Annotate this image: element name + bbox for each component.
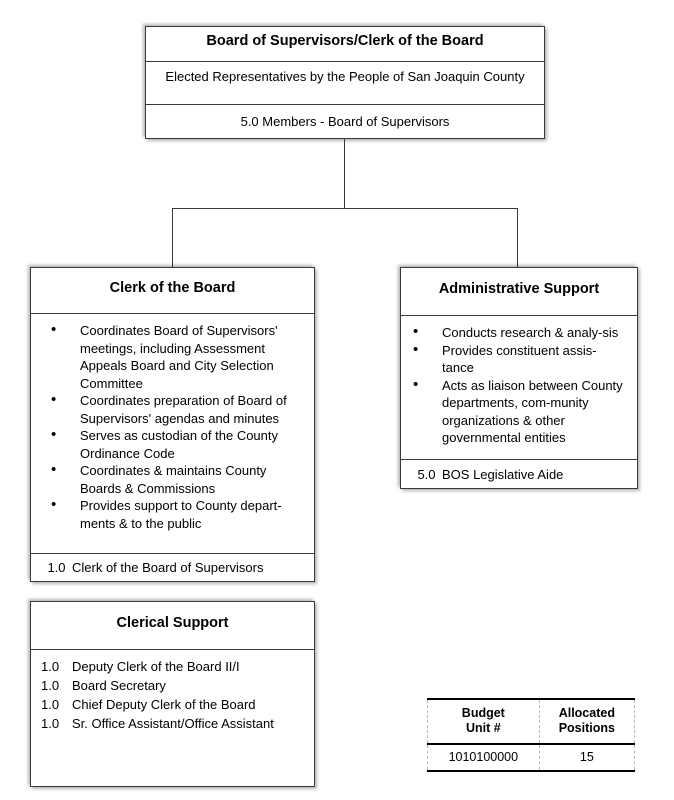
connector-branch-right	[517, 208, 518, 267]
column-header-allocated-positions: Allocated Positions	[538, 699, 636, 744]
list-item: 1.0 Board Secretary	[41, 676, 304, 695]
org-box-clerk-of-the-board: Clerk of the Board Coordinates Board of …	[30, 267, 315, 582]
list-item: Coordinates Board of Supervisors' meetin…	[41, 321, 304, 392]
header-line: Budget	[461, 706, 505, 720]
connector-horizontal-bus	[172, 208, 517, 209]
header-line: Allocated	[558, 706, 615, 720]
column-header-budget-unit: Budget Unit #	[427, 699, 540, 744]
org-box-administrative-support: Administrative Support Conducts research…	[400, 267, 638, 489]
org-box-board-of-supervisors: Board of Supervisors/Clerk of the Board …	[145, 26, 545, 139]
admin-box-title: Administrative Support	[401, 268, 637, 316]
header-line: Unit #	[465, 721, 501, 735]
list-item: 1.0 Sr. Office Assistant/Office Assistant	[41, 714, 304, 733]
position-title: Chief Deputy Clerk of the Board	[72, 697, 256, 712]
clerk-box-footer: 1.0 Clerk of the Board of Supervisors	[31, 553, 314, 581]
clerk-footer-count: 1.0	[47, 560, 66, 575]
list-item: Coordinates preparation of Board of Supe…	[41, 391, 304, 427]
budget-table-body: 1010100000 15	[427, 744, 636, 771]
org-box-clerical-support: Clerical Support 1.0 Deputy Clerk of the …	[30, 601, 315, 787]
root-box-title: Board of Supervisors/Clerk of the Board	[146, 27, 544, 62]
list-item: Coordinates & maintains County Boards & …	[41, 461, 304, 497]
table-header-row: Budget Unit # Allocated Positions	[427, 699, 636, 744]
list-item: Conducts research & analy-sis	[403, 323, 627, 342]
position-title: Sr. Office Assistant/Office Assistant	[72, 716, 274, 731]
clerk-footer-title: Clerk of the Board of Supervisors	[72, 560, 264, 575]
clerk-duty-list: Coordinates Board of Supervisors' meetin…	[41, 321, 304, 532]
cell-allocated-positions: 15	[538, 744, 636, 771]
root-box-subtitle: Elected Representatives by the People of…	[146, 62, 544, 105]
root-box-footer: 5.0 Members - Board of Supervisors	[240, 114, 450, 129]
admin-duty-list: Conducts research & analy-sis Provides c…	[403, 323, 627, 447]
budget-summary-table: Budget Unit # Allocated Positions 101010…	[427, 698, 636, 772]
connector-branch-left	[172, 208, 173, 267]
list-item: Serves as custodian of the County Ordina…	[41, 426, 304, 462]
clerical-box-title: Clerical Support	[31, 602, 314, 650]
connector-root-vertical	[344, 139, 345, 208]
admin-box-duties: Conducts research & analy-sis Provides c…	[401, 316, 637, 459]
position-title: Deputy Clerk of the Board II/I	[72, 659, 240, 674]
admin-footer-title: BOS Legislative Aide	[442, 466, 564, 482]
admin-footer-count: 5.0	[417, 466, 436, 482]
table-row: 1010100000 15	[427, 744, 636, 771]
position-count: 1.0	[41, 716, 60, 731]
header-line: Positions	[558, 721, 615, 735]
list-item: Provides constituent assis-tance	[403, 341, 627, 377]
clerk-box-title: Clerk of the Board	[31, 268, 314, 314]
list-item: 1.0 Deputy Clerk of the Board II/I	[41, 657, 304, 676]
clerk-box-duties: Coordinates Board of Supervisors' meetin…	[31, 314, 314, 553]
admin-box-footer: 5.0 BOS Legislative Aide	[401, 459, 637, 488]
position-count: 1.0	[41, 678, 60, 693]
position-title: Board Secretary	[72, 678, 166, 693]
list-item: Acts as liaison between County departmen…	[403, 376, 627, 447]
cell-budget-unit: 1010100000	[427, 744, 540, 771]
list-item: 1.0 Chief Deputy Clerk of the Board	[41, 695, 304, 714]
list-item: Provides support to County depart-ments …	[41, 496, 304, 532]
budget-table-head: Budget Unit # Allocated Positions	[427, 699, 636, 744]
position-count: 1.0	[41, 697, 60, 712]
position-count: 1.0	[41, 659, 60, 674]
